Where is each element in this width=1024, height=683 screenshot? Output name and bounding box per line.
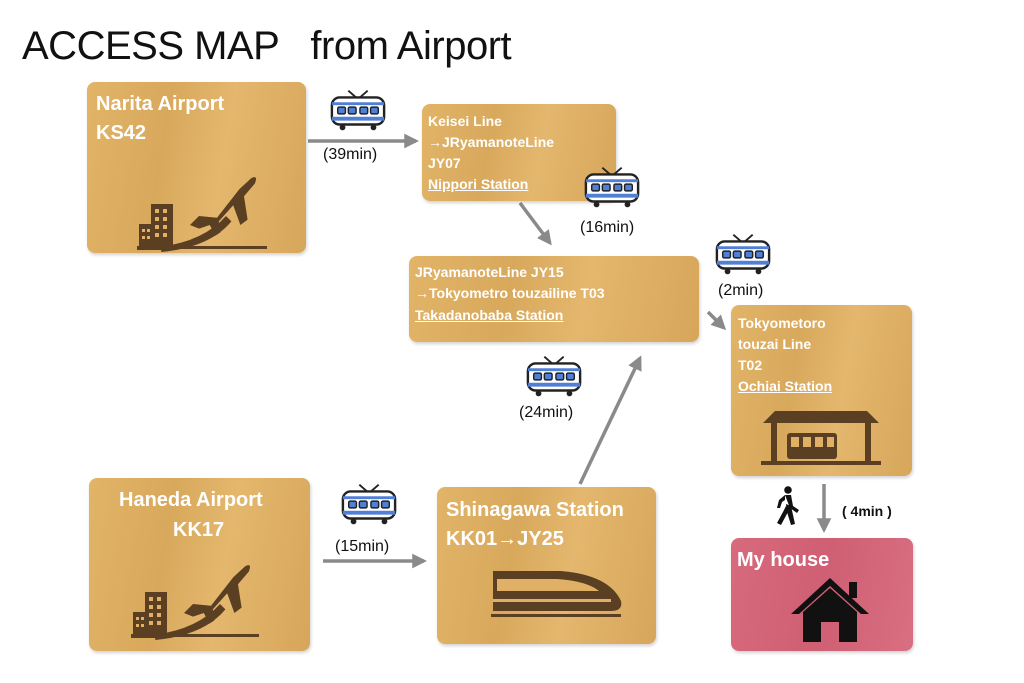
- duration-ochiai-house: ( 4min ): [842, 503, 892, 519]
- node-narita-code: KS42: [96, 122, 147, 144]
- arrow-shinagawa-takadanobaba: [578, 355, 642, 485]
- station-building-icon: [761, 411, 881, 465]
- node-shinagawa-station: Shinagawa Station KK01→JY25: [437, 487, 656, 644]
- duration-takadanobaba-ochiai: (2min): [718, 282, 764, 299]
- train-icon: [583, 165, 641, 209]
- node-nippori-line3: JY07: [428, 155, 461, 171]
- node-takadanobaba-line1: JRyamanoteLine JY15: [415, 264, 564, 280]
- airplane-icon: [153, 162, 263, 252]
- node-ochiai-line2: touzai Line: [738, 336, 812, 352]
- duration-nippori-takadanobaba: (16min): [580, 219, 635, 236]
- duration-shinagawa-takadanobaba: (24min): [519, 404, 574, 421]
- duration-narita-nippori: (39min): [323, 146, 378, 163]
- node-nippori-line1: Keisei Line: [428, 113, 502, 129]
- arrow-takadanobaba-ochiai: [706, 310, 727, 331]
- train-icon: [714, 232, 772, 276]
- node-haneda-name: Haneda Airport: [119, 489, 263, 511]
- node-house-name: My house: [737, 549, 830, 571]
- node-ochiai-station: Tokyometoro touzai Line T02 Ochiai Stati…: [731, 305, 912, 476]
- node-shinagawa-code: KK01→JY25: [446, 528, 564, 550]
- nippori-station-link[interactable]: Nippori Station: [428, 176, 529, 192]
- node-takadanobaba-line2: →Tokyometro touzailine T03: [415, 285, 605, 301]
- arrow-nippori-takadanobaba: [518, 201, 552, 246]
- train-icon: [340, 482, 398, 526]
- ground-line: [131, 634, 259, 637]
- train-icon: [525, 354, 583, 398]
- node-nippori-line2: →JRyamanoteLine: [428, 134, 555, 150]
- walking-person-icon: [777, 486, 799, 525]
- house-icon: [791, 578, 869, 642]
- node-haneda-code: KK17: [173, 519, 225, 541]
- node-takadanobaba-station: JRyamanoteLine JY15 →Tokyometro touzaili…: [409, 256, 699, 342]
- bullet-train-icon: [491, 571, 622, 617]
- node-shinagawa-name: Shinagawa Station: [446, 499, 624, 521]
- ochiai-station-link[interactable]: Ochiai Station: [738, 378, 833, 394]
- node-nippori-station: Keisei Line →JRyamanoteLine JY07 Nippori…: [422, 104, 616, 201]
- duration-haneda-shinagawa: (15min): [335, 538, 390, 555]
- train-icon: [329, 88, 387, 132]
- node-narita-name: Narita Airport: [96, 93, 225, 115]
- page-title: ACCESS MAP from Airport: [22, 24, 512, 68]
- node-ochiai-line3: T02: [738, 357, 763, 373]
- node-my-house: My house: [731, 538, 913, 651]
- ground-line: [137, 246, 267, 249]
- node-haneda-airport: Haneda Airport KK17: [89, 478, 310, 651]
- node-narita-airport: Narita Airport KS42: [87, 82, 306, 253]
- node-ochiai-line1: Tokyometoro: [738, 315, 826, 331]
- takadanobaba-station-link[interactable]: Takadanobaba Station: [415, 307, 564, 323]
- airplane-icon: [147, 550, 257, 640]
